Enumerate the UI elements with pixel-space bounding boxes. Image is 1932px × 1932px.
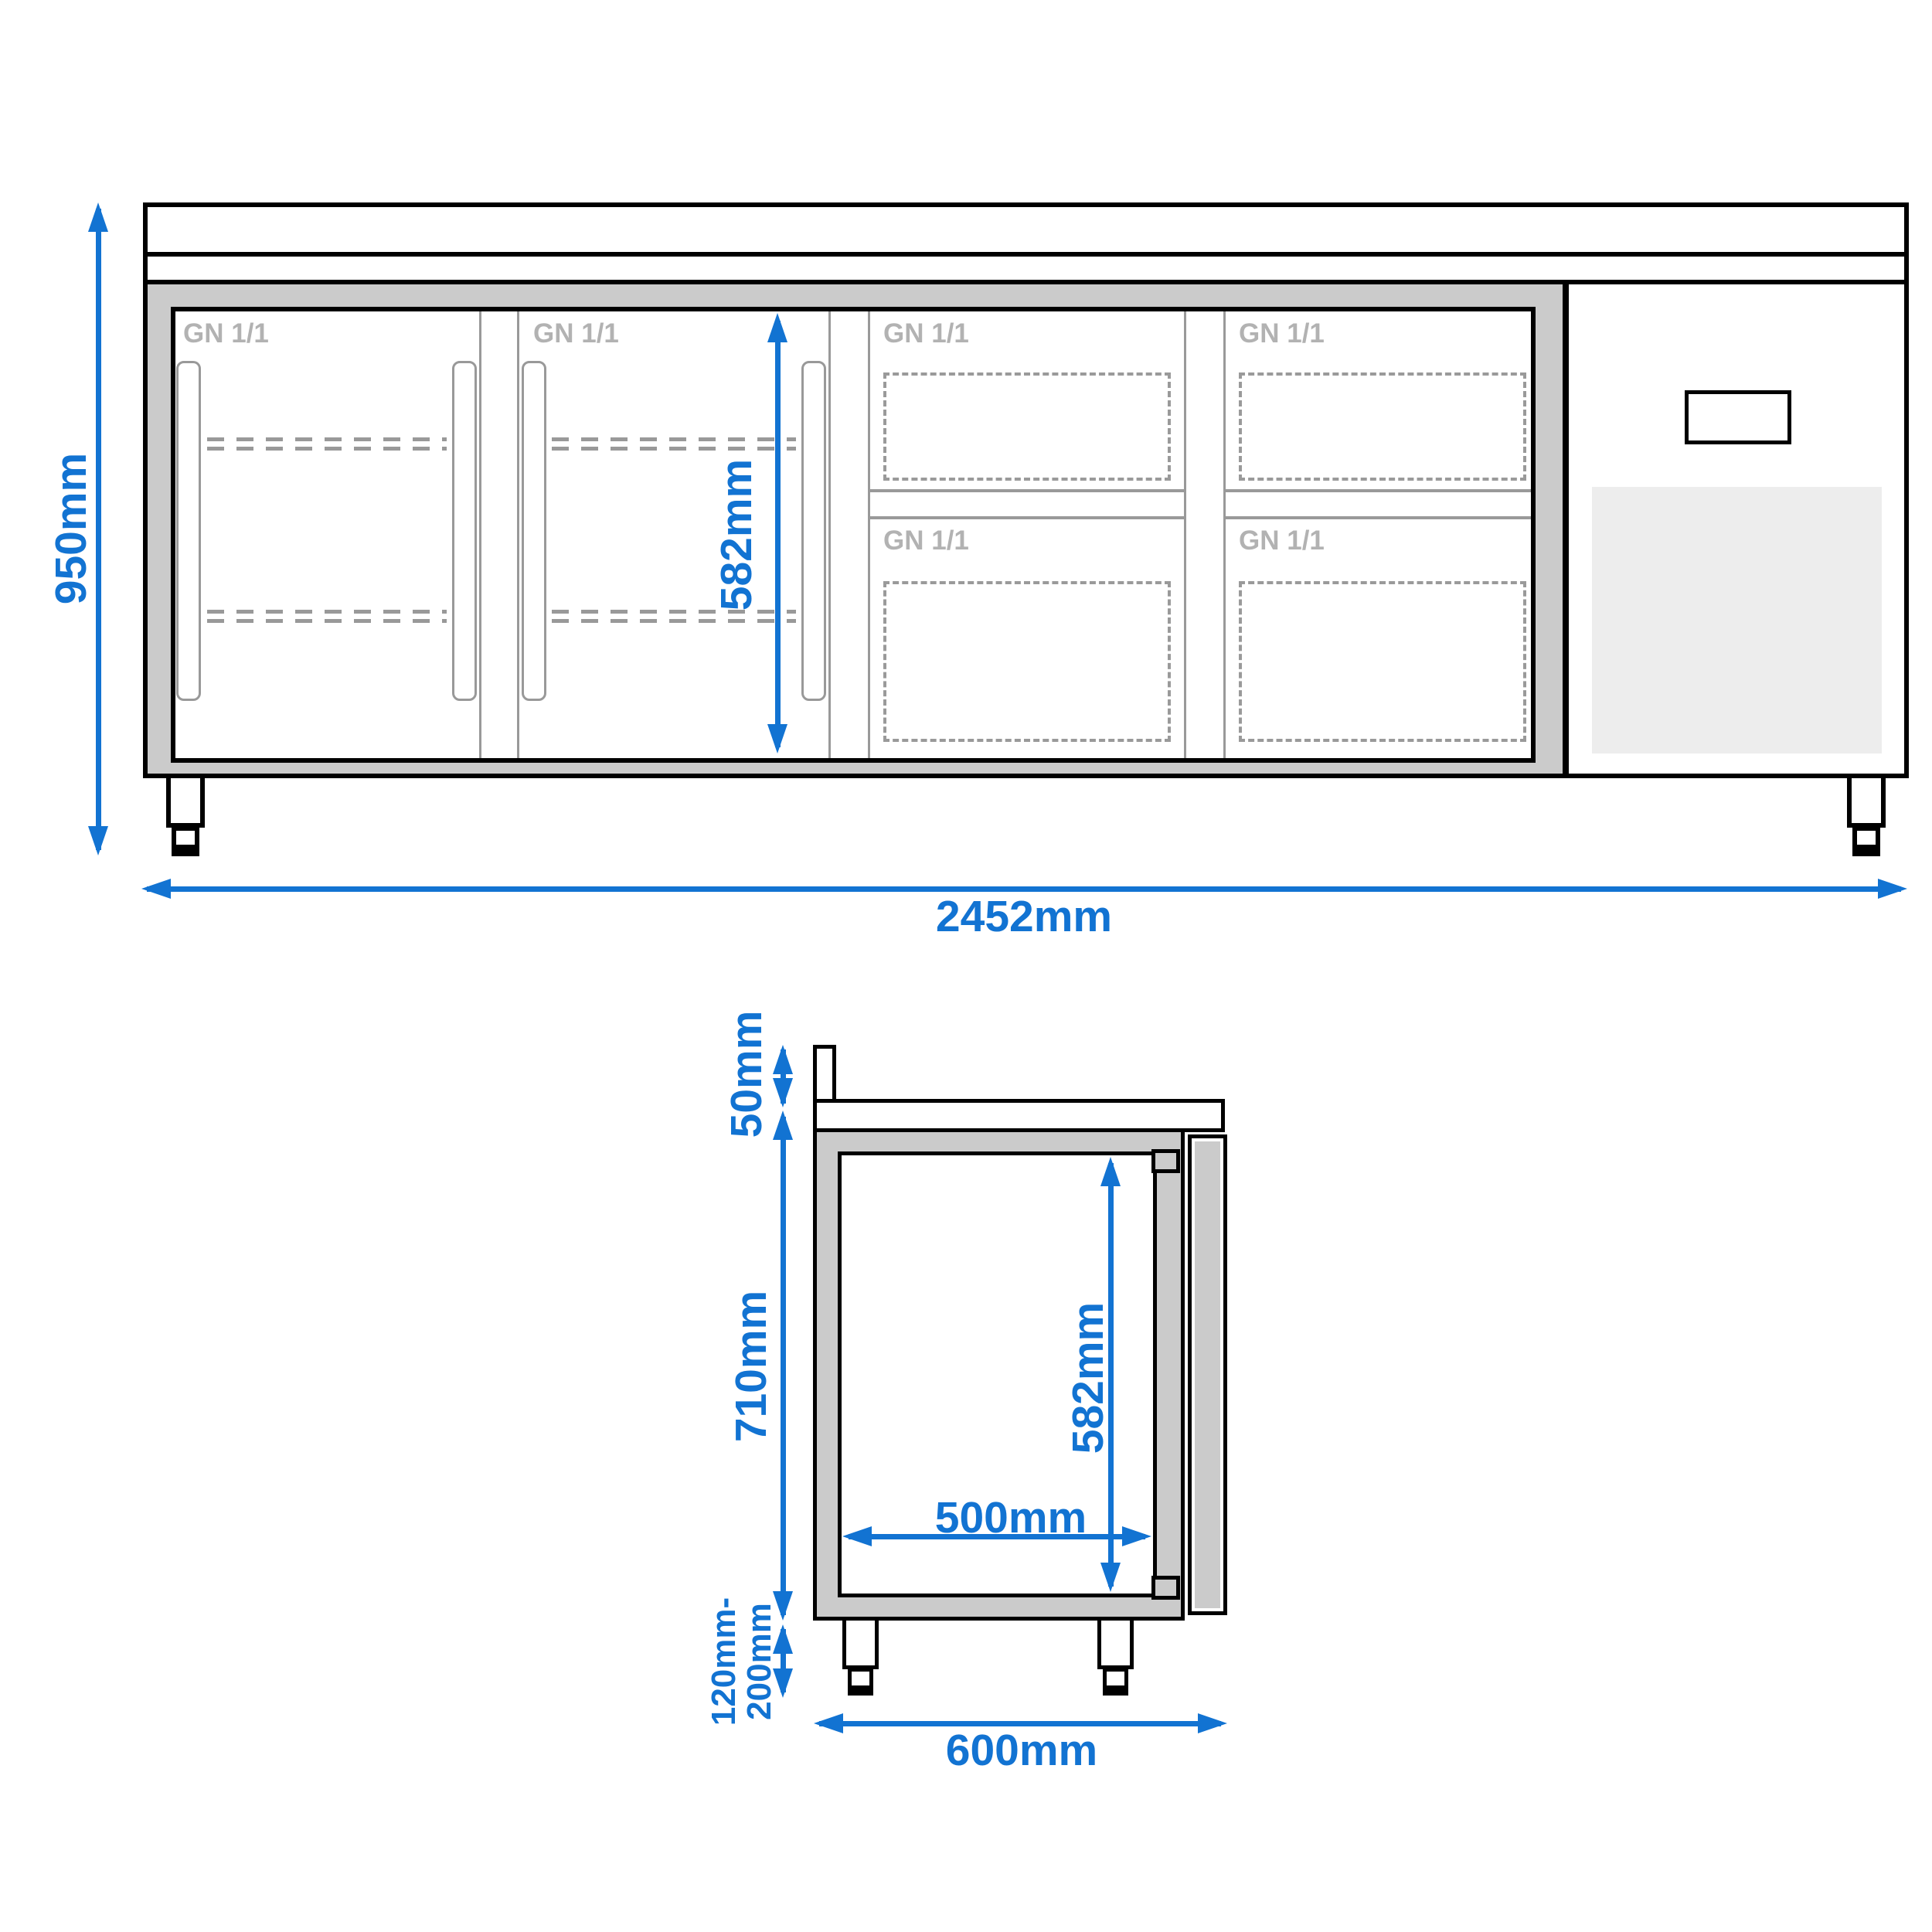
door1-shelf-line: [207, 447, 447, 451]
side-door-rebate-top: [1151, 1149, 1180, 1173]
drawer-section2-left-edge: [1223, 311, 1226, 758]
front-left-foot-base: [172, 848, 199, 856]
drawer2-top-gn-label: GN 1/1: [1239, 318, 1325, 349]
drawer1-bottom-gn-label: GN 1/1: [883, 526, 969, 556]
side-left-leg-lower: [848, 1668, 873, 1689]
door2-shelf-line: [552, 437, 796, 441]
front-backsplash: [143, 202, 1909, 257]
dim-710-label: 710mm: [726, 1290, 776, 1443]
door1-left-handle: [176, 361, 201, 701]
door1-shelf-line: [207, 610, 447, 614]
dim-710-arrowhead-bottom: [773, 1591, 793, 1621]
dim-500-arrowhead-right: [1122, 1526, 1151, 1546]
dim-2452-arrowhead-left: [141, 879, 171, 899]
side-door-leaf-core: [1195, 1141, 1220, 1608]
dim-582-side-label: 582mm: [1063, 1301, 1113, 1454]
door2-left-edge: [517, 311, 519, 758]
front-right-foot-lower: [1852, 826, 1880, 849]
control-panel-display: [1685, 390, 1791, 444]
dim-2452-label: 2452mm: [935, 892, 1113, 941]
side-door-rebate-bottom: [1151, 1576, 1180, 1600]
door2-right-edge: [828, 311, 831, 758]
door2-gn-label: GN 1/1: [533, 318, 619, 349]
front-left-foot-lower: [172, 826, 199, 849]
dim-120-200-arrowhead-top: [773, 1624, 793, 1654]
dim-120-200-label-line2: 200mm: [740, 1603, 778, 1720]
drawer-section1-divider: [870, 489, 1184, 492]
dim-50-arrowhead-bottom: [773, 1078, 793, 1107]
side-left-leg-base: [848, 1688, 873, 1696]
door2-left-handle: [522, 361, 546, 701]
door2-shelf-line: [552, 619, 796, 623]
dim-710-arrow: [781, 1117, 786, 1615]
dim-950-arrowhead-top: [88, 202, 108, 232]
drawer-section2-divider: [1226, 489, 1531, 492]
dim-120-200-arrow: [781, 1629, 786, 1692]
dim-950-arrow: [96, 209, 101, 850]
front-right-foot-base: [1852, 848, 1880, 856]
dim-950-label: 950mm: [46, 452, 96, 605]
dim-600-label: 600mm: [945, 1726, 1098, 1775]
dim-582-side-arrowhead-bottom: [1100, 1563, 1121, 1592]
dim-500-label: 500mm: [934, 1493, 1087, 1543]
dim-710-arrowhead-top: [773, 1111, 793, 1140]
dim-582-front-arrow: [775, 321, 781, 747]
dim-600-arrowhead-right: [1198, 1713, 1227, 1733]
dim-950-arrowhead-bottom: [88, 826, 108, 855]
dim-582-side-arrowhead-top: [1100, 1157, 1121, 1186]
side-view: 50mm 710mm 582mm 500mm 120mm- 200mm 600m…: [0, 966, 1932, 1932]
dim-600-arrowhead-left: [814, 1713, 843, 1733]
drawer2-bottom-gn-label: GN 1/1: [1239, 526, 1325, 556]
door2-shelf-line: [552, 447, 796, 451]
front-right-foot-upper: [1847, 774, 1886, 828]
dim-582-side-arrow: [1108, 1163, 1114, 1587]
door1-shelf-line: [207, 619, 447, 623]
door1-shelf-line: [207, 437, 447, 441]
side-worktop: [813, 1099, 1225, 1132]
dim-120-200-arrowhead-bottom: [773, 1668, 793, 1698]
side-right-leg-upper: [1097, 1617, 1134, 1669]
door2-shelf-line: [552, 610, 796, 614]
drawer-section2-divider: [1226, 516, 1531, 519]
front-view: GN 1/1 GN 1/1 GN 1/1 GN 1/1 GN 1/1 GN 1/…: [46, 202, 1909, 941]
dim-50-label: 50mm: [722, 1010, 771, 1138]
drawer-section1-divider: [870, 516, 1184, 519]
front-left-foot-upper: [166, 774, 205, 828]
door1-right-handle: [452, 361, 477, 701]
drawer1-top-gn-label: GN 1/1: [883, 318, 969, 349]
side-interior: [838, 1151, 1157, 1597]
drawer1-bottom-pan-outline: [883, 581, 1171, 742]
door1-right-edge: [479, 311, 481, 758]
ventilation-grille: [1592, 487, 1882, 753]
dim-582-front-label: 582mm: [712, 458, 761, 611]
drawer2-bottom-pan-outline: [1239, 581, 1526, 742]
drawer1-top-pan-outline: [883, 372, 1171, 481]
door2-right-handle: [801, 361, 826, 701]
front-machine-divider: [1563, 284, 1569, 774]
side-left-leg-upper: [842, 1617, 879, 1669]
dim-120-200-label-line1: 120mm-: [704, 1597, 743, 1726]
dim-600-arrow: [819, 1721, 1221, 1726]
dim-50-arrow: [781, 1049, 786, 1104]
dim-120-200-label: 120mm- 200mm: [704, 1597, 778, 1726]
drawer2-top-pan-outline: [1239, 372, 1526, 481]
dim-500-arrowhead-left: [842, 1526, 872, 1546]
door1-gn-label: GN 1/1: [183, 318, 269, 349]
dim-582-front-arrowhead-bottom: [767, 724, 787, 753]
dim-500-arrow: [849, 1534, 1145, 1539]
dim-2452-arrowhead-right: [1878, 879, 1907, 899]
drawer-section1-right-edge: [1184, 311, 1186, 758]
side-backsplash: [813, 1045, 836, 1104]
drawer-section1-left-edge: [868, 311, 870, 758]
side-right-leg-base: [1103, 1688, 1128, 1696]
side-door-leaf: [1188, 1134, 1227, 1615]
front-inner-box: [171, 307, 1536, 763]
dim-2452-arrow: [147, 886, 1901, 892]
dim-582-front-arrowhead-top: [767, 313, 787, 342]
side-right-leg-lower: [1103, 1668, 1128, 1689]
dim-50-arrowhead-top: [773, 1045, 793, 1074]
